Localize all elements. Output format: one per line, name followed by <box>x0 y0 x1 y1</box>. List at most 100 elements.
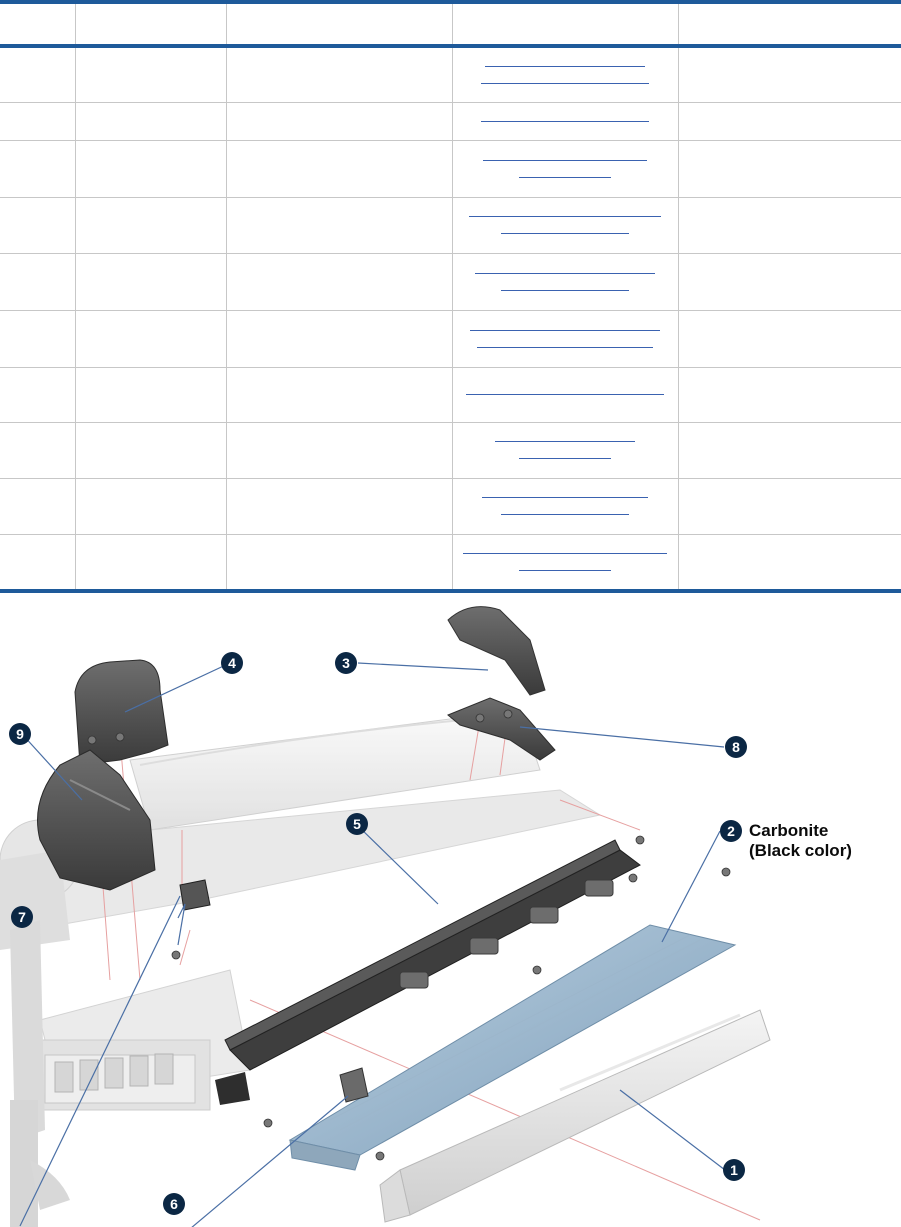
part-number-link[interactable] <box>481 82 649 84</box>
part-top-right-cover <box>447 606 546 696</box>
header-cell <box>677 0 901 48</box>
callout-1: 1 <box>723 1159 745 1181</box>
table-cell <box>0 478 75 535</box>
part-number-link[interactable] <box>519 176 611 178</box>
part-number-link[interactable] <box>466 394 664 395</box>
table-cell <box>225 102 452 141</box>
callout-leader-lines <box>19 662 726 1227</box>
table-row <box>0 534 901 593</box>
printer-body <box>0 709 602 1227</box>
part-number-link[interactable] <box>483 159 647 161</box>
table-cell <box>677 534 901 593</box>
part-right-side-cover <box>447 697 556 761</box>
part-number-link[interactable] <box>481 120 649 122</box>
callout-8: 8 <box>725 736 747 758</box>
part-link-cell <box>451 253 678 311</box>
part-link-cell <box>451 197 678 254</box>
callout-9: 9 <box>9 723 31 745</box>
part-number-link[interactable] <box>501 514 629 515</box>
callout-label: 9 <box>16 726 24 742</box>
callout-label: 2 <box>727 823 735 839</box>
table-cell <box>225 140 452 198</box>
table-cell <box>677 46 901 103</box>
part-link-cell <box>451 478 678 535</box>
header-cell <box>225 0 452 48</box>
table-cell <box>0 534 75 593</box>
table-cell <box>74 46 226 103</box>
part-link-cell <box>451 367 678 423</box>
table-cell <box>677 310 901 368</box>
part-link-cell <box>451 422 678 479</box>
table-cell <box>225 534 452 593</box>
part-number-link[interactable] <box>495 441 635 442</box>
table-cell <box>74 140 226 198</box>
table-cell <box>74 253 226 311</box>
table-cell <box>225 310 452 368</box>
part-link-cell <box>451 46 678 103</box>
table-row <box>0 197 901 254</box>
part-number-link[interactable] <box>501 289 629 291</box>
part-number-link[interactable] <box>501 233 629 234</box>
part-guide-bar <box>215 839 641 1105</box>
part-number-link[interactable] <box>485 65 645 67</box>
callout-6-marker: 6 <box>163 1193 185 1215</box>
part-number-link[interactable] <box>469 216 661 217</box>
table-cell <box>0 102 75 141</box>
table-cell <box>74 102 226 141</box>
part-top-left-cover <box>74 659 169 766</box>
callout-7: 7 <box>11 906 33 928</box>
part-number-link[interactable] <box>470 329 660 331</box>
part-link-cell <box>451 102 678 141</box>
table-cell <box>0 253 75 311</box>
table-cell <box>0 310 75 368</box>
table-cell <box>225 422 452 479</box>
callout-label: 5 <box>353 816 361 832</box>
table-cell <box>677 367 901 423</box>
table-row <box>0 253 901 311</box>
table-row <box>0 102 901 141</box>
table-row <box>0 46 901 103</box>
table-cell <box>677 422 901 479</box>
part-clip-7 <box>179 879 211 911</box>
callout-2: 2 <box>720 820 742 842</box>
part-front-cover <box>379 1009 771 1223</box>
table-cell <box>0 46 75 103</box>
table-cell <box>74 534 226 593</box>
table-cell <box>677 102 901 141</box>
part-clip-6 <box>339 1067 369 1103</box>
callout-label: 3 <box>342 655 350 671</box>
table-cell <box>677 478 901 535</box>
callout-3: 3 <box>335 652 357 674</box>
part-link-cell <box>451 140 678 198</box>
header-cell <box>451 0 678 48</box>
table-cell <box>74 422 226 479</box>
carbonite-label-line1: Carbonite <box>749 821 828 840</box>
table-cell <box>74 367 226 423</box>
carbonite-label-line2: (Black color) <box>749 841 852 860</box>
parts-table <box>0 0 901 593</box>
table-cell <box>74 478 226 535</box>
table-row <box>0 310 901 368</box>
table-cell <box>225 478 452 535</box>
table-cell <box>0 197 75 254</box>
table-cell <box>225 367 452 423</box>
table-cell <box>225 253 452 311</box>
table-cell <box>677 140 901 198</box>
table-row <box>0 422 901 479</box>
part-number-link[interactable] <box>519 569 611 571</box>
part-number-link[interactable] <box>475 272 655 274</box>
part-number-link[interactable] <box>519 458 611 459</box>
table-cell <box>74 310 226 368</box>
part-number-link[interactable] <box>482 497 648 498</box>
part-number-link[interactable] <box>463 552 667 554</box>
table-header-row <box>0 0 901 48</box>
part-number-link[interactable] <box>477 346 653 348</box>
callout-label: 7 <box>18 909 26 925</box>
table-cell <box>225 197 452 254</box>
callout-5: 5 <box>346 813 368 835</box>
callout-label: 4 <box>228 655 236 671</box>
table-cell <box>0 422 75 479</box>
table-row <box>0 367 901 423</box>
table-cell <box>677 253 901 311</box>
header-cell <box>74 0 226 48</box>
